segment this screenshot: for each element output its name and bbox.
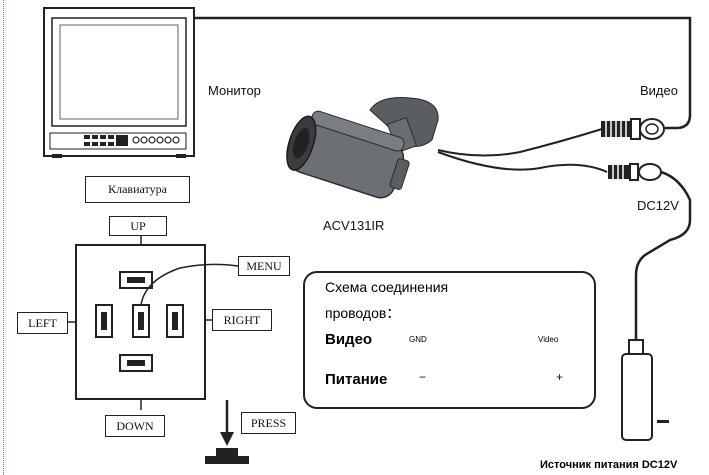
keyboard-label: Клавиатура <box>85 176 190 203</box>
scheme-video-small-label: Video <box>538 335 559 344</box>
keyboard-pad <box>75 244 206 400</box>
monitor-label: Монитор <box>208 83 261 98</box>
video-bnc-connector-icon <box>601 118 665 140</box>
camera-model-label: ACV131IR <box>323 218 385 233</box>
down-button-label: DOWN <box>105 415 165 437</box>
power-supply-icon <box>621 339 669 441</box>
page-border-dotted <box>3 0 4 475</box>
camera-video-cable <box>437 128 603 157</box>
monitor-icon <box>43 7 195 158</box>
up-button-label: UP <box>109 216 167 236</box>
camera-power-cable <box>437 151 608 173</box>
scheme-title-line1: Схема соединения <box>325 279 449 295</box>
wiring-scheme-panel: Схема соединения проводов： Видео Питание… <box>303 271 596 409</box>
scheme-gnd-label: GND <box>409 335 427 344</box>
monitor-video-cable <box>194 16 692 130</box>
plus-symbol: + <box>556 370 564 384</box>
scheme-power-label: Питание <box>325 371 388 388</box>
video-label: Видео <box>640 83 678 98</box>
menu-button-label: MENU <box>238 256 290 276</box>
scheme-video-label: Видео <box>325 331 373 348</box>
power-source-label: Источник питания DC12V <box>540 459 678 471</box>
dc-connector-icon <box>608 163 692 345</box>
left-button-label: LEFT <box>17 312 68 334</box>
dc12v-label: DC12V <box>637 198 679 213</box>
press-button-label: PRESS <box>241 412 296 434</box>
camera-icon <box>286 97 439 199</box>
scheme-title-line2: проводов： <box>325 305 401 321</box>
minus-symbol: − <box>419 370 427 384</box>
right-button-label: RIGHT <box>212 309 272 331</box>
press-button-icon <box>205 400 249 464</box>
